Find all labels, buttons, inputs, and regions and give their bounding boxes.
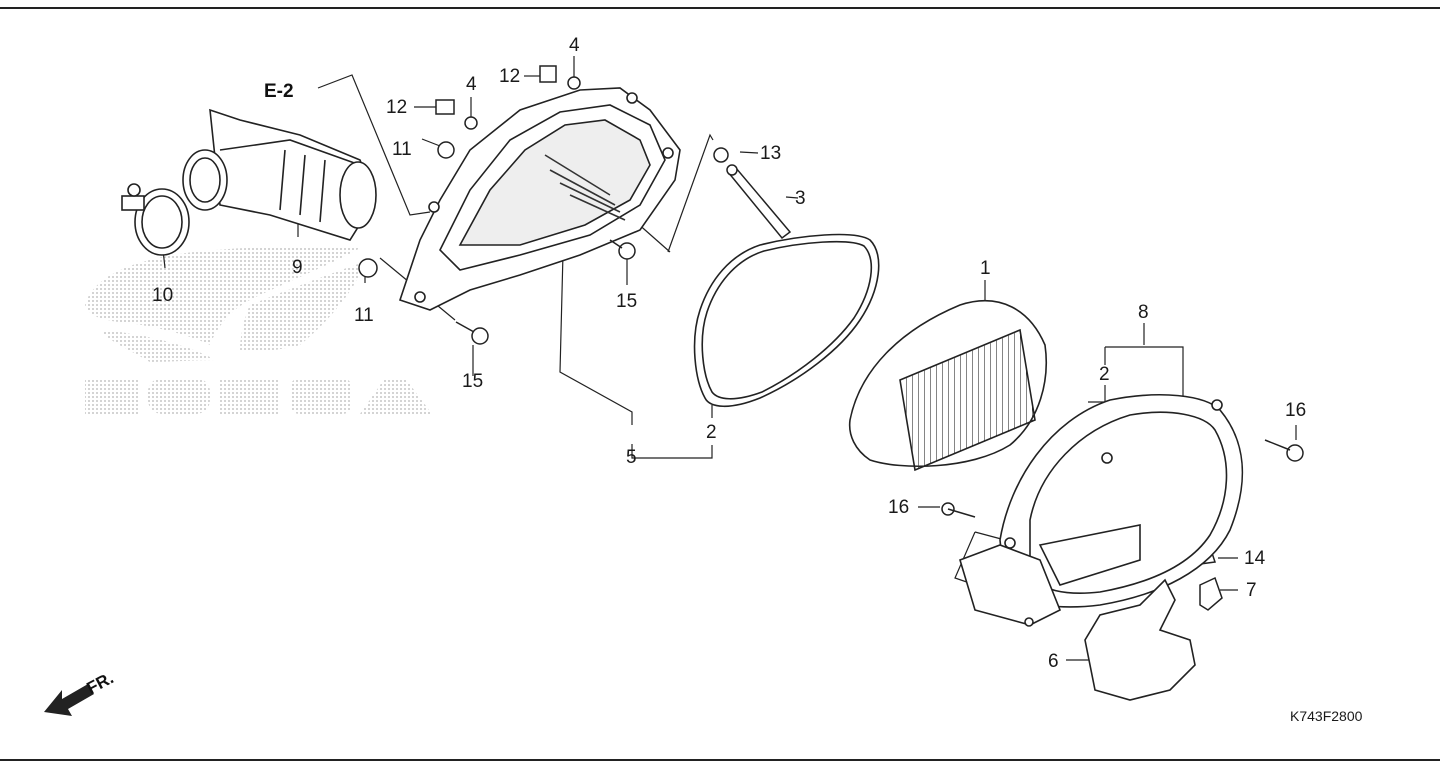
callout-16-left: 16 [888, 497, 910, 518]
callout-11-lower: 11 [354, 305, 374, 326]
callout-5: 5 [626, 447, 637, 468]
part-5-air-cleaner-case [398, 87, 681, 311]
reference-label: E-2 [264, 81, 294, 102]
callout-1: 1 [980, 258, 991, 279]
part-10-band [121, 183, 190, 256]
part-9-connecting-tube [182, 108, 377, 241]
callout-10: 10 [152, 285, 174, 306]
callout-14: 14 [1244, 548, 1266, 569]
callout-2-cover-seal: 2 [1099, 364, 1110, 385]
part-8-cover [959, 394, 1244, 627]
callout-13: 13 [760, 143, 782, 164]
part-1-element [848, 300, 1048, 472]
callout-16-right: 16 [1285, 400, 1307, 421]
diagram-code: K743F2800 [1290, 708, 1363, 724]
callout-9: 9 [292, 257, 303, 278]
callout-4-upper: 4 [569, 35, 580, 56]
callout-15-right: 15 [616, 291, 638, 312]
callout-7: 7 [1246, 580, 1257, 601]
part-2-seal [693, 233, 880, 408]
callout-12-left: 12 [386, 97, 408, 118]
part-7-plug [1199, 576, 1223, 611]
honda-wing-logo [85, 246, 365, 362]
callout-2-gasket: 2 [706, 422, 717, 443]
callout-3: 3 [795, 188, 806, 209]
callout-4-lower: 4 [466, 74, 477, 95]
callout-6: 6 [1048, 651, 1059, 672]
front-direction-arrow-icon [44, 684, 94, 716]
callout-12-top: 12 [499, 66, 521, 87]
part-6-guide [1084, 578, 1196, 701]
part-3-tube [726, 164, 792, 240]
callout-15-left: 15 [462, 371, 484, 392]
callout-11-upper: 11 [392, 139, 412, 160]
honda-wordmark [85, 378, 432, 414]
callout-8: 8 [1138, 302, 1149, 323]
